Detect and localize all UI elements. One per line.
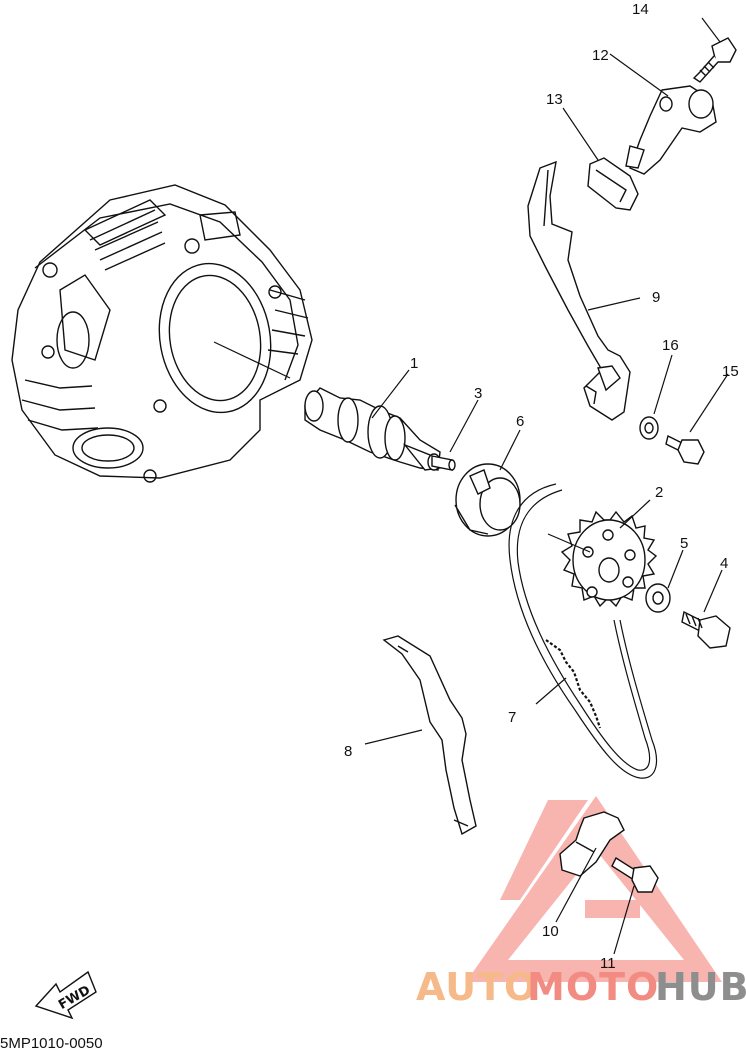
cam-chain-tensioner [625, 85, 717, 175]
chain-guide [382, 635, 477, 836]
washer [645, 583, 671, 613]
diagram-code: 5MP1010-0050 [0, 1035, 103, 1051]
part-label-12: 12 [592, 47, 609, 64]
part-label-8: 8 [344, 743, 352, 760]
part-label-11: 11 [600, 955, 616, 972]
part-label-1: 1 [410, 355, 418, 372]
guide-bolt [665, 434, 705, 465]
stopper-bolt [611, 856, 659, 893]
part-label-3: 3 [474, 385, 482, 402]
tensioner-gasket [587, 157, 639, 211]
tensioner-guide [527, 160, 631, 421]
leader-lines [213, 17, 729, 955]
watermark-moto: MOTO [527, 965, 659, 1009]
timing-chain [508, 483, 658, 779]
guide-washer [639, 416, 659, 440]
part-label-4: 4 [720, 555, 728, 572]
part-label-14: 14 [632, 1, 649, 18]
watermark-hub: HUB [655, 965, 746, 1009]
part-label-16: 16 [662, 337, 679, 354]
bearing [454, 463, 521, 537]
part-label-10: 10 [542, 923, 559, 940]
sprocket-bolt [681, 610, 731, 649]
watermark-text: AUTO MOTO HUB [416, 965, 746, 1009]
part-label-15: 15 [722, 363, 739, 380]
part-label-13: 13 [546, 91, 563, 108]
cylinder-head [11, 184, 313, 483]
forward-arrow-icon: FWD [34, 970, 97, 1020]
cam-sprocket [560, 510, 658, 608]
part-label-5: 5 [680, 535, 688, 552]
watermark-auto: AUTO [416, 965, 537, 1009]
part-label-7: 7 [508, 709, 516, 726]
part-label-6: 6 [516, 413, 524, 430]
part-label-9: 9 [652, 289, 660, 306]
camshaft [304, 387, 442, 471]
tensioner-bolt [692, 37, 737, 83]
dowel-pin [431, 455, 456, 471]
part-labels: 1 2 3 4 5 6 7 8 9 10 11 12 13 14 15 16 [344, 1, 739, 972]
part-label-2: 2 [655, 484, 663, 501]
chain-stopper [559, 811, 625, 877]
